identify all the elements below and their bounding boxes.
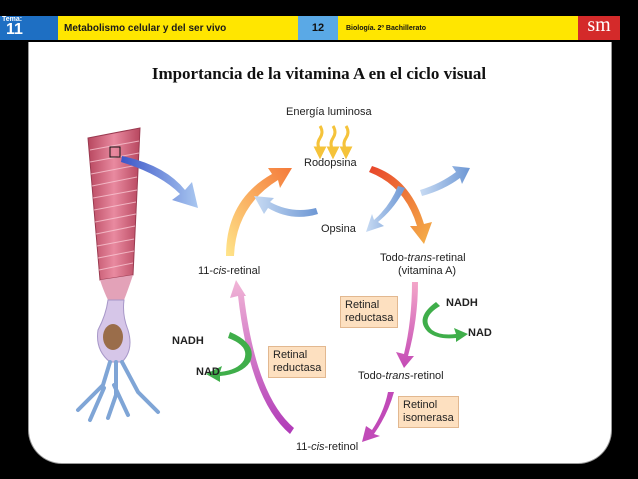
nadh-nad-left-arrow [206, 332, 252, 382]
arrow-to-opsina [366, 186, 405, 232]
header-band-course [338, 16, 578, 40]
course-label: Biología. 2º Bachillerato [346, 25, 426, 32]
sm-logo: sm [587, 14, 611, 36]
tema-box [0, 16, 58, 40]
arrow-retinol-isomerasa [362, 392, 394, 442]
label-vitamina-a: (vitamina A) [398, 265, 457, 277]
page-box [298, 16, 338, 40]
arrow-cis-retinal-to-rodopsina [226, 168, 292, 256]
diagram-title: Importancia de la vitamina A en el ciclo… [151, 64, 487, 83]
arrow-trans-retinal-to-retinol [396, 282, 418, 368]
unit-title: Metabolismo celular y del ser vivo [64, 23, 227, 34]
tema-number: 11 [6, 21, 23, 38]
tema-label: Tema: [2, 16, 23, 23]
label-rodopsina: Rodopsina [304, 157, 357, 169]
header-band [58, 16, 298, 40]
arrow-opsina-release [420, 166, 470, 196]
label-nadh-right: NADH [446, 297, 478, 309]
label-11-cis-retinol: 11-cis-retinol [296, 441, 359, 453]
label-11-cis-retinal: 11-cis-retinal [198, 265, 261, 277]
label-energia-luminosa: Energía luminosa [286, 106, 372, 118]
light-rays-icon [313, 125, 353, 160]
label-nadh-left: NADH [172, 335, 204, 347]
logo-box [578, 16, 620, 40]
label-todo-trans-retinol: Todo-trans-retinol [358, 370, 444, 382]
page-number: 12 [311, 22, 325, 34]
rod-to-cycle-arrow [121, 156, 198, 208]
label-nad-left: NAD [196, 366, 220, 378]
arrow-cis-retinol-to-retinal [230, 280, 294, 434]
arrow-rodopsina-to-trans-retinal [369, 166, 432, 244]
label-nad-right: NAD [468, 327, 492, 339]
arrow-opsina-to-cis [254, 196, 318, 217]
label-todo-trans-retinal: Todo-trans-retinal [380, 252, 466, 264]
label-opsina: Opsina [321, 223, 356, 235]
nadh-nad-right-arrow [422, 302, 468, 342]
rod-cell-illustration [76, 127, 160, 422]
